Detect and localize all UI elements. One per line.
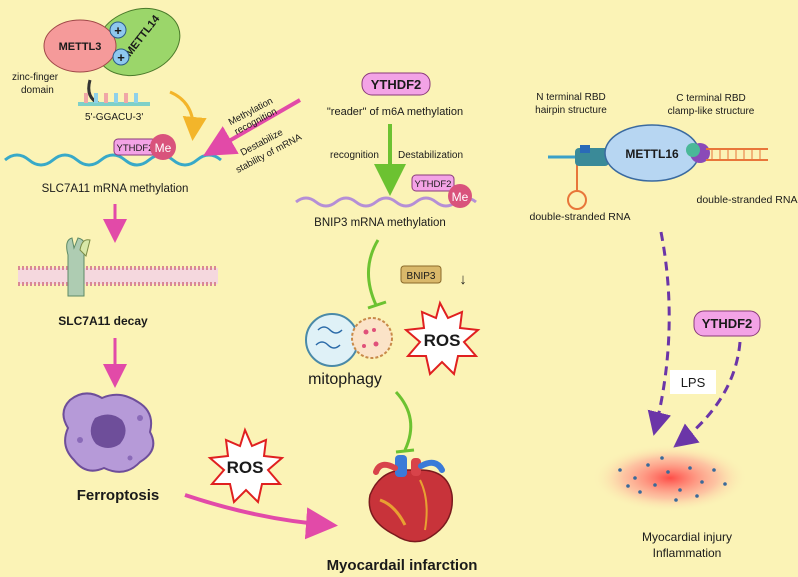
bnip3-down-arrow: ↓ <box>459 271 467 288</box>
injury-label-1: Myocardial injury <box>642 530 732 544</box>
arrow-ythdf2-to-injury <box>673 341 742 448</box>
lps-box <box>670 370 716 394</box>
mettl3-blob <box>43 19 117 73</box>
ythdf2-binding-left: YTHDF2 Me <box>113 134 176 160</box>
autophagosome <box>305 313 359 367</box>
bnip3-protein-box <box>400 265 442 284</box>
zinc-finger-label-1: zinc-finger <box>12 72 59 83</box>
c-terminal-label-2: clamp-like structure <box>668 106 755 117</box>
heart-graphic <box>368 455 453 543</box>
bnip3-protein-label: BNIP3 <box>407 271 436 282</box>
motif-label: 5'-GGACU-3' <box>85 112 143 123</box>
ros-label-left: ROS <box>227 458 264 477</box>
arrow-mettl16-to-injury <box>647 231 672 436</box>
ythdf2-box-right <box>693 310 761 337</box>
ythdf2-label-right: YTHDF2 <box>702 316 753 331</box>
slc7a11-mrna-strand <box>4 153 222 167</box>
me-circle-left <box>150 134 176 160</box>
mettl16-label: METTL16 <box>625 147 679 161</box>
bnip3-methylation-label: BNIP3 mRNA methylation <box>314 217 446 229</box>
heart-body <box>368 469 453 543</box>
inhibit-bar-bnip3 <box>367 300 387 310</box>
plus-sign-bottom: + <box>117 50 125 65</box>
slc7a11-decay-label: SLC7A11 decay <box>58 314 148 328</box>
hairpin-loop <box>567 190 587 210</box>
transporter-subunit <box>79 239 91 257</box>
ferroptotic-cell-nucleus <box>90 414 126 448</box>
myocardial-infarction-label: Myocardail infarction <box>327 557 478 574</box>
lps-label: LPS <box>681 375 706 390</box>
ythdf2-box-bnip3 <box>411 174 455 192</box>
ferroptotic-cell <box>62 392 155 473</box>
reader-label: "reader" of m6A methylation <box>327 106 463 118</box>
arrow-ythdf2-to-slc7a11 <box>203 98 302 157</box>
c-terminal-label-1: C terminal RBD <box>676 93 745 104</box>
membrane-core <box>18 268 218 284</box>
dsrna-label-left: double-stranded RNA <box>530 211 631 223</box>
dsrna-label-right: double-stranded RNA <box>697 194 798 206</box>
slc7a11-methylation-label: SLC7A11 mRNA methylation <box>42 183 189 195</box>
me-circle-bnip3 <box>448 184 472 208</box>
inhibit-bar-mitophagy <box>395 448 415 454</box>
bnip3-mrna-strand <box>295 196 477 208</box>
right-dsrna <box>706 148 768 161</box>
inhibit-line-bnip3 <box>366 239 380 306</box>
ferroptosis-label: Ferroptosis <box>77 487 160 504</box>
ythdf2-label-left: YTHDF2 <box>117 143 154 154</box>
ros-starburst-center <box>403 300 481 376</box>
plus-sign-top: + <box>114 23 122 38</box>
ros-starburst-left <box>207 427 285 504</box>
n-terminal-label-2: hairpin structure <box>535 105 607 116</box>
ythdf2-binding-center: YTHDF2 Me <box>411 174 472 208</box>
mitophagy-graphic <box>305 313 393 367</box>
ythdf2-label-bnip3: YTHDF2 <box>415 179 452 190</box>
ythdf2-box-center <box>361 72 431 96</box>
injury-label-2: Inflammation <box>653 546 722 560</box>
me-label-bnip3: Me <box>452 190 469 204</box>
inflammation-glow <box>592 444 748 512</box>
ythdf2-label-center: YTHDF2 <box>371 77 422 92</box>
plus-circle-bottom <box>112 48 130 66</box>
ros-label-center: ROS <box>424 331 461 350</box>
inhibit-line-mitophagy <box>394 390 413 451</box>
inflamed-tissue <box>592 444 748 512</box>
me-label-left: Me <box>155 141 172 155</box>
heart-vessel-red <box>411 458 421 476</box>
plus-circle-top <box>109 21 127 39</box>
ros-burst-center: ROS <box>403 300 481 376</box>
arrow-mettl-to-mrna <box>169 90 207 141</box>
cell-membrane <box>18 237 218 297</box>
mettl16-complex: METTL16 <box>548 124 768 210</box>
n-terminal-label-1: N terminal RBD <box>536 92 605 103</box>
zinc-finger-label-2: domain <box>21 85 54 96</box>
destabilization-label: Destabilization <box>398 150 463 161</box>
ros-burst-left: ROS <box>207 427 285 504</box>
heart-vessel-blue <box>395 455 407 477</box>
mettl-complex: METTL3 METTL14 + + zinc-finger domain 5'… <box>12 8 181 123</box>
mettl3-label: METTL3 <box>59 41 102 53</box>
arrow-ferroptosis-to-infarction <box>184 493 338 540</box>
mitophagy-label: mitophagy <box>308 371 382 388</box>
zinc-finger-teeth <box>84 93 138 103</box>
lysosome <box>351 317 393 359</box>
recognition-label: recognition <box>330 150 379 161</box>
